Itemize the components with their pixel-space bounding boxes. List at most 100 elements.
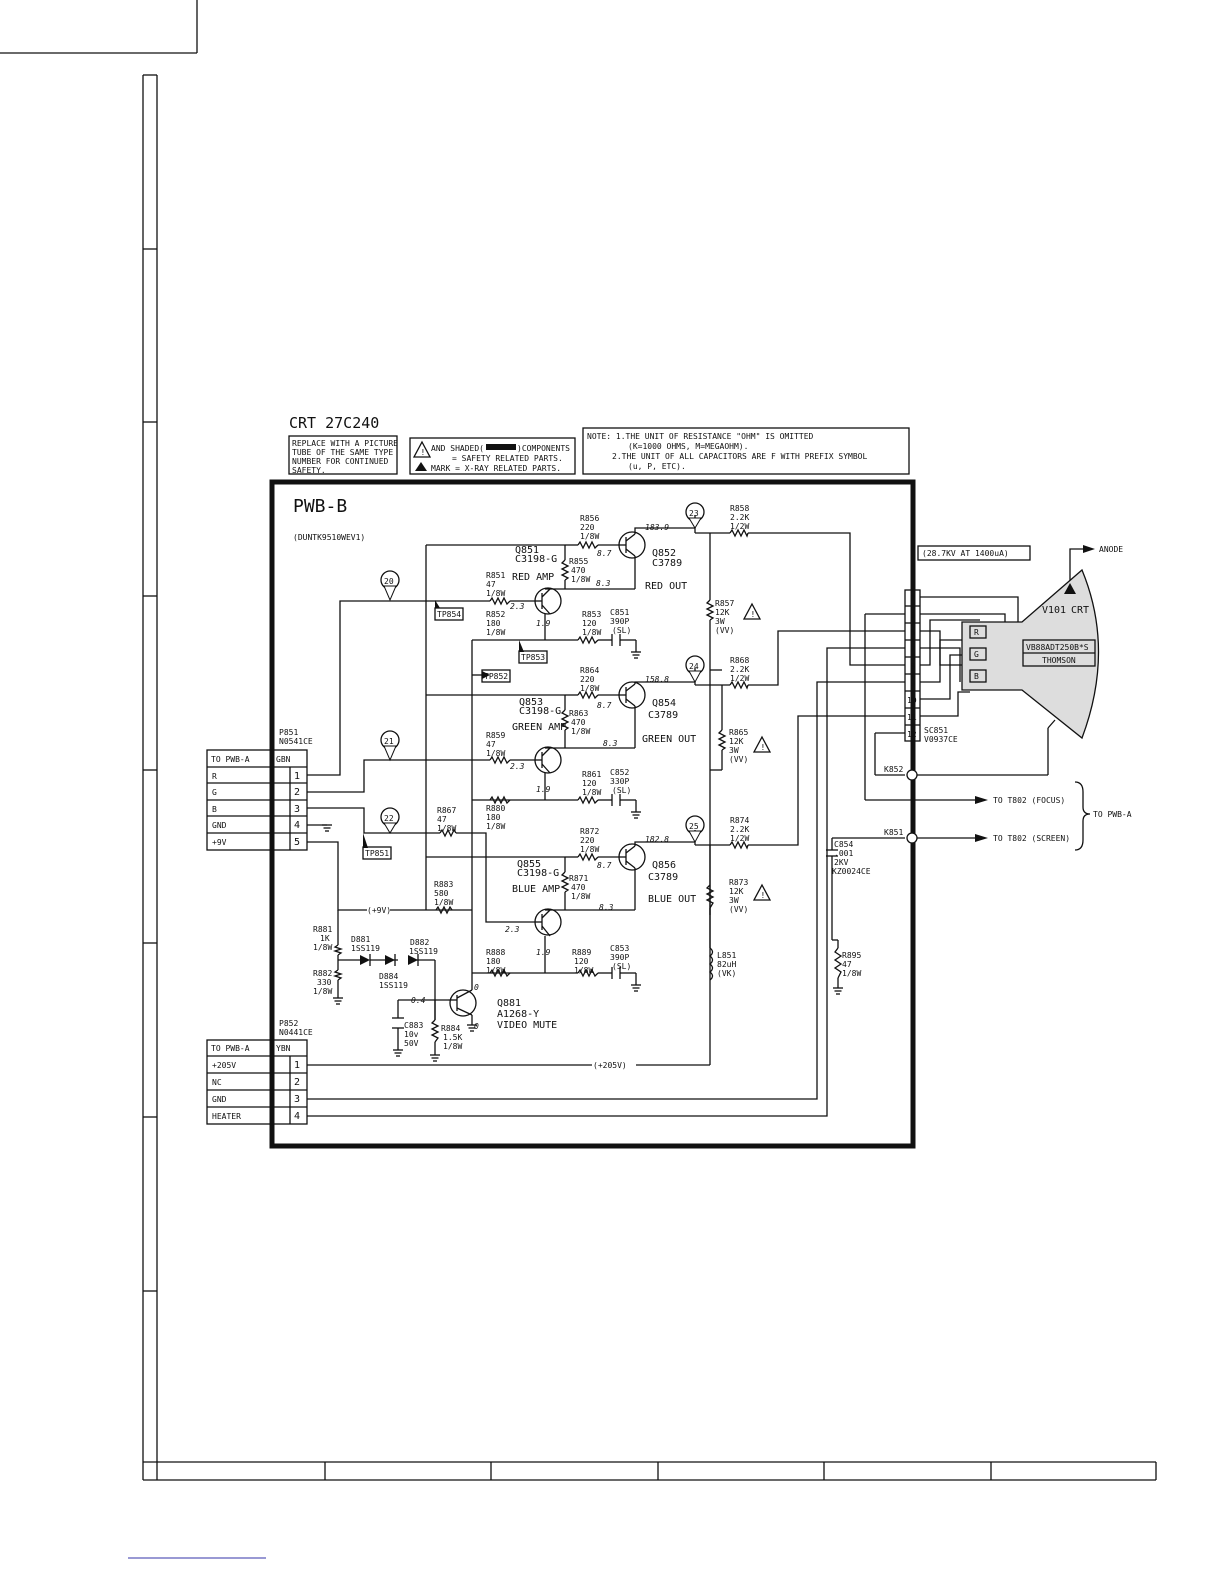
p851-pin-label: G [212, 788, 217, 797]
r856-value: 220 [580, 523, 595, 532]
c851-value: 390P [610, 617, 629, 626]
test-point-label: 22 [384, 814, 394, 823]
voltage-annotations: 183.9 8.7 8.3 2.3 1.9 158.8 8.7 8.3 2.3 … [411, 523, 669, 1031]
r895-ref: R895 [842, 951, 861, 960]
q854-ref: Q854 [652, 698, 676, 709]
r871-rating: 1/8W [571, 892, 590, 901]
c854-part: KZ0024CE [832, 867, 871, 876]
c854-ref: C854 [834, 840, 853, 849]
r864-value: 220 [580, 675, 595, 684]
crt-part: VB88ADT250B*S [1026, 643, 1089, 652]
r855-rating: 1/8W [571, 575, 590, 584]
voltage: 0.4 [411, 996, 426, 1005]
connector-p852: P852 N0441CE TO PWB-A YBN +205V 1 NC 2 G… [206, 1019, 313, 1125]
p851-pin-num: 2 [294, 787, 300, 798]
r895-rating: 1/8W [842, 969, 861, 978]
c883-ref: C883 [404, 1021, 423, 1030]
sc851-pin: 5 [910, 611, 915, 620]
voltage: 1.9 [536, 948, 551, 957]
r874-rating: 1/2W [730, 834, 749, 843]
q853-ref: Q853 [519, 697, 543, 708]
r881-ref: R881 [313, 925, 332, 934]
d884-ref: D884 [379, 972, 398, 981]
r883-value: 580 [434, 889, 449, 898]
c852-ref: C852 [610, 768, 629, 777]
q853-name: GREEN AMP [512, 722, 566, 733]
transistor-labels: Q851 C3198-G RED AMP Q852 C3789 RED OUT … [497, 545, 696, 1031]
crt-gun-b: B [974, 672, 979, 681]
q855-name: BLUE AMP [512, 884, 560, 895]
sc851-pin: 7 [910, 645, 915, 654]
voltage: 8.3 [603, 739, 618, 748]
warning-icon [413, 441, 431, 458]
r882-value: 330 [317, 978, 332, 987]
transistor-q854 [618, 681, 646, 709]
r855-value: 470 [571, 566, 586, 575]
voltage: 183.9 [645, 523, 669, 532]
r883-ref: R883 [434, 880, 453, 889]
transistor-q855 [534, 908, 562, 937]
voltage: 8.7 [597, 701, 612, 710]
r858-value: 2.2K [730, 513, 749, 522]
resistor-symbols [332, 528, 843, 1043]
transistor-q853 [534, 746, 562, 774]
p852-pin-label: NC [212, 1078, 222, 1087]
p851-pin-num: 3 [294, 804, 300, 815]
resistor-labels: R856 220 1/8W R855 470 1/8W R851 47 1/8W… [313, 504, 861, 1051]
crt-ref: V101 [1042, 605, 1066, 616]
capacitor-symbols [392, 634, 838, 1029]
anode-label: ANODE [1099, 545, 1123, 554]
p851-ref: P851 [279, 728, 298, 737]
r864-ref: R864 [580, 666, 599, 675]
r884-rating: 1/8W [443, 1042, 462, 1051]
l851-ref: L851 [717, 951, 736, 960]
p851-pin-label: GND [212, 821, 227, 830]
d882-part: 1SS119 [409, 947, 438, 956]
crt-label: CRT [1071, 605, 1089, 616]
shaded-swatch [486, 444, 516, 450]
l851-value: 82uH [717, 960, 736, 969]
r888-value: 180 [486, 957, 501, 966]
r881-value: 1K [320, 934, 330, 943]
d881-part: 1SS119 [351, 944, 380, 953]
tp-labels: TP854 TP853 TP852 TP851 [362, 600, 548, 860]
diode-labels: D881 1SS119 D882 1SS119 D884 1SS119 [351, 935, 438, 990]
unit-line-2: (K=1000 OHMS, M=MEGAOHM). [628, 442, 748, 451]
c883-value: 10v [404, 1030, 419, 1039]
q852-part: C3789 [652, 558, 682, 569]
safety-line-3: = SAFETY RELATED PARTS. [452, 454, 563, 463]
q855-ref: Q855 [517, 859, 541, 870]
q856-ref: Q856 [652, 860, 676, 871]
p852-ref: P852 [279, 1019, 298, 1028]
r874-ref: R874 [730, 816, 749, 825]
r873-ref: R873 [729, 878, 748, 887]
p852-pin-num: 3 [294, 1094, 300, 1105]
crt-tube: (28.7KV AT 1400uA) ANODE R G B VB88ADT25… [917, 545, 1123, 740]
p851-header-to: TO PWB-A [211, 755, 250, 764]
safety-line-1: AND SHADED( [431, 444, 484, 453]
r858-rating: 1/2W [730, 522, 749, 531]
voltage: 1.9 [536, 619, 551, 628]
screen-label: TO T802 (SCREEN) [993, 834, 1070, 843]
c853-type: (SL) [612, 962, 631, 971]
r888-ref: R888 [486, 948, 505, 957]
r882-ref: R882 [313, 969, 332, 978]
q854-name: GREEN OUT [642, 734, 696, 745]
r888-rating: 1/8W [486, 966, 505, 975]
r880-value: 180 [486, 813, 501, 822]
r874-value: 2.2K [730, 825, 749, 834]
r873-type: (VV) [729, 905, 748, 914]
r865-rating: 3W [729, 746, 739, 755]
r872-rating: 1/8W [580, 845, 599, 854]
r880-rating: 1/8W [486, 822, 505, 831]
r861-ref: R861 [582, 770, 601, 779]
k851-label: K851 [884, 828, 903, 837]
transistor-q856 [618, 843, 646, 871]
r889-rating: 1/8W [574, 966, 593, 975]
warning-icon [753, 736, 771, 753]
inductor-l851 [708, 947, 714, 981]
p852-pin-label: GND [212, 1095, 227, 1104]
d882-ref: D882 [410, 938, 429, 947]
r865-ref: R865 [729, 728, 748, 737]
